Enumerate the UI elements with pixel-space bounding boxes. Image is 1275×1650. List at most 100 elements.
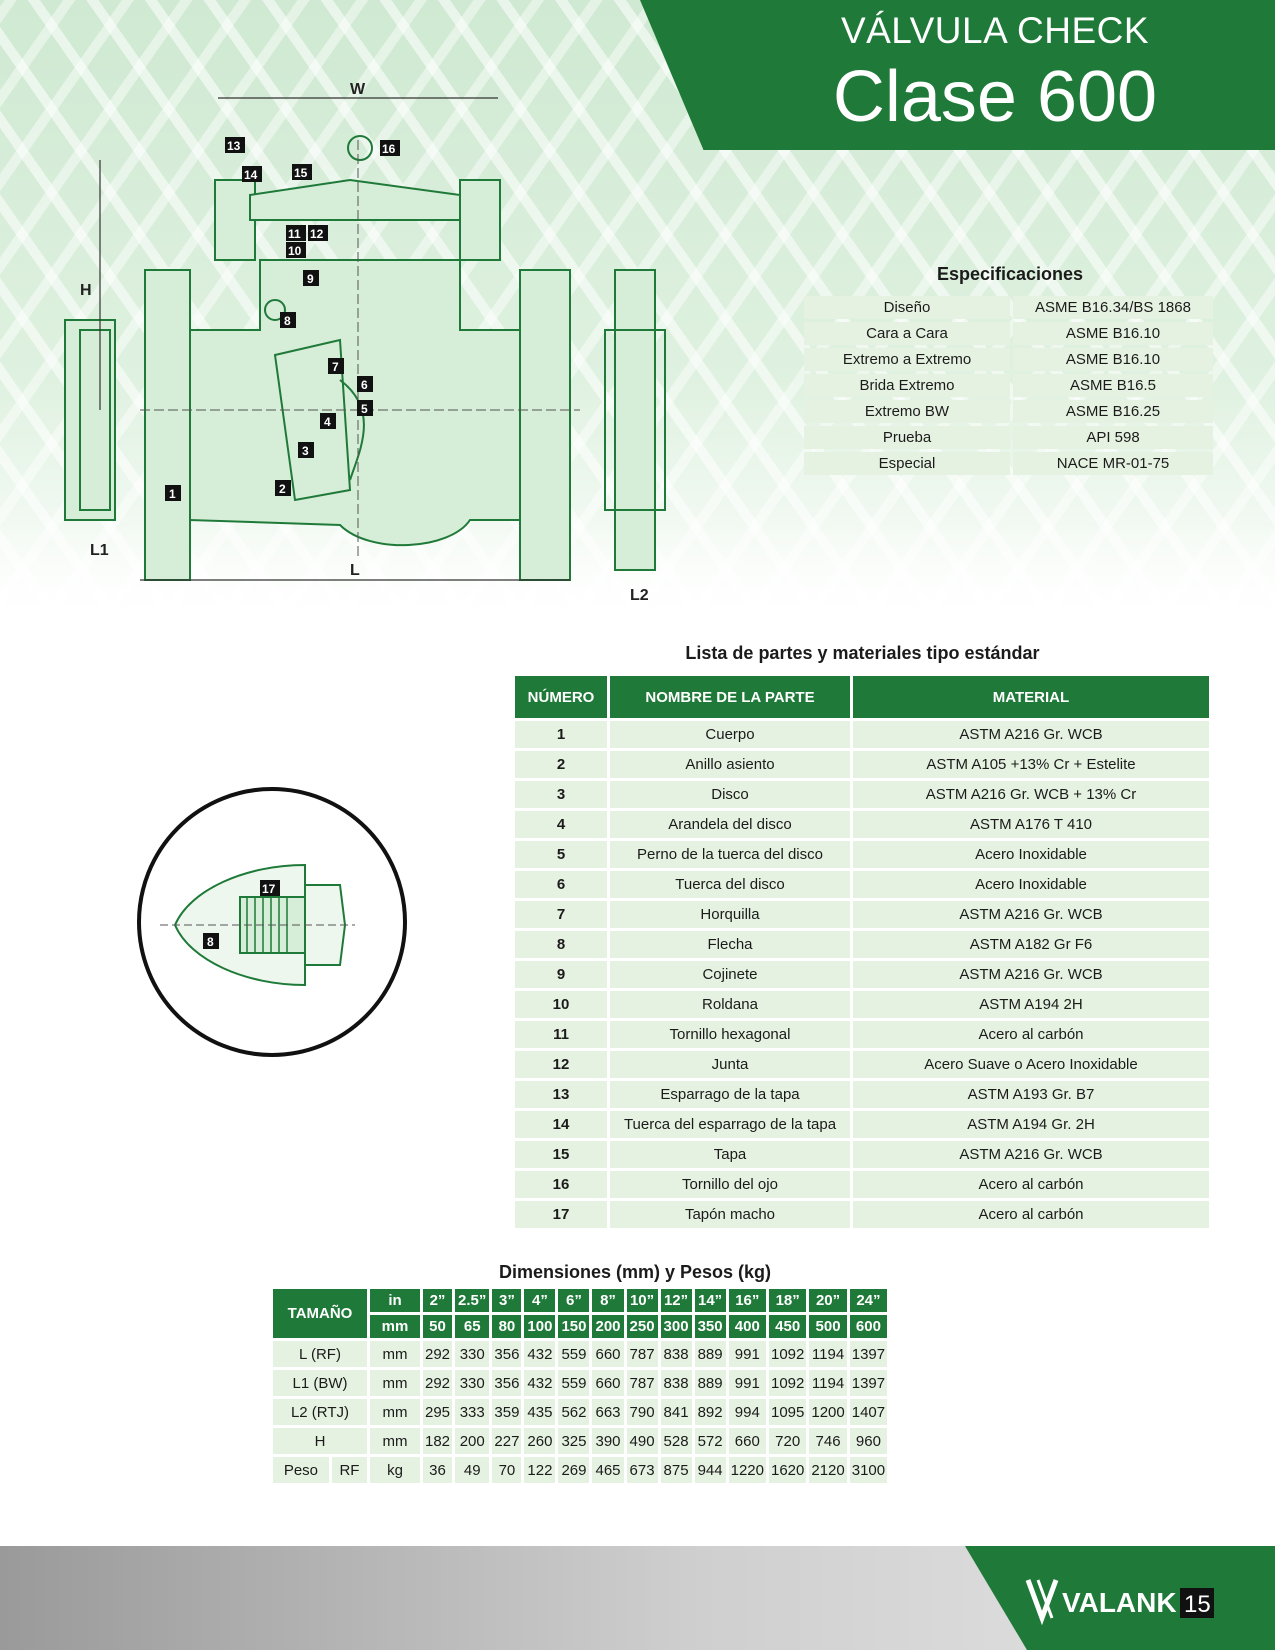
callout-10: 10 xyxy=(286,242,306,258)
svg-text:17: 17 xyxy=(262,882,276,896)
size-in-header: 20” xyxy=(809,1289,847,1312)
size-in-header: 14” xyxy=(694,1289,726,1312)
part-name: Tuerca del disco xyxy=(610,871,850,898)
weight-value: 875 xyxy=(660,1457,692,1483)
valank-logo: VALANK 15 xyxy=(1025,1579,1214,1626)
valve-diagram: W H L L1 L2 1 2 3 4 5 6 7 8 9 10 11 12 1… xyxy=(64,81,666,604)
size-mm-header: 350 xyxy=(694,1315,726,1338)
callout-5: 5 xyxy=(357,400,373,416)
dimensions-title: Dimensiones (mm) y Pesos (kg) xyxy=(498,1262,772,1282)
part-number: 4 xyxy=(515,811,607,838)
weight-value: 2120 xyxy=(809,1457,847,1483)
callout-2: 2 xyxy=(275,480,291,496)
size-in-header: 24” xyxy=(849,1289,888,1312)
part-material: ASTM A182 Gr F6 xyxy=(853,931,1209,958)
parts-header-number: NÚMERO xyxy=(515,676,607,718)
svg-text:12: 12 xyxy=(310,227,324,241)
weight-value: 3100 xyxy=(849,1457,888,1483)
size-mm-header: 150 xyxy=(558,1315,590,1338)
weight-value: 36 xyxy=(423,1457,453,1483)
svg-text:3: 3 xyxy=(302,444,309,458)
weight-value: 1220 xyxy=(728,1457,766,1483)
dimension-value: 559 xyxy=(558,1341,590,1367)
size-mm-header: 500 xyxy=(809,1315,847,1338)
weight-value: 673 xyxy=(626,1457,658,1483)
dimension-value: 838 xyxy=(660,1370,692,1396)
part-material: ASTM A216 Gr. WCB + 13% Cr xyxy=(853,781,1209,808)
dimension-value: 356 xyxy=(492,1370,522,1396)
svg-text:6: 6 xyxy=(361,378,368,392)
callout-4: 4 xyxy=(320,413,336,429)
dimension-value: 960 xyxy=(849,1428,888,1454)
weight-value: 269 xyxy=(558,1457,590,1483)
plug-detail-diagram: 17 8 xyxy=(137,787,407,1057)
svg-text:15: 15 xyxy=(294,166,308,180)
part-name: Tuerca del esparrago de la tapa xyxy=(610,1111,850,1138)
dimension-value: 1092 xyxy=(768,1341,807,1367)
callout-3: 3 xyxy=(298,442,314,458)
dimension-value: 359 xyxy=(492,1399,522,1425)
size-in-header: 2.5” xyxy=(455,1289,490,1312)
dim-w-label: W xyxy=(350,81,366,98)
size-in-header: 8” xyxy=(592,1289,624,1312)
disc xyxy=(273,338,352,502)
part-material: ASTM A216 Gr. WCB xyxy=(853,901,1209,928)
dimension-unit: mm xyxy=(370,1428,420,1454)
dimension-value: 994 xyxy=(728,1399,766,1425)
dimension-value: 559 xyxy=(558,1370,590,1396)
right-end-view xyxy=(614,269,656,571)
part-name: Tornillo del ojo xyxy=(610,1171,850,1198)
size-in-header: 16” xyxy=(728,1289,766,1312)
part-material: ASTM A176 T 410 xyxy=(853,811,1209,838)
specifications-title: Especificaciones xyxy=(936,264,1084,284)
dimension-value: 660 xyxy=(728,1428,766,1454)
dimension-value: 892 xyxy=(694,1399,726,1425)
dimension-value: 1397 xyxy=(849,1341,888,1367)
svg-text:13: 13 xyxy=(227,139,241,153)
part-number: 16 xyxy=(515,1171,607,1198)
dimension-value: 432 xyxy=(524,1341,556,1367)
part-number: 8 xyxy=(515,931,607,958)
svg-text:5: 5 xyxy=(361,402,368,416)
bonnet xyxy=(249,178,461,221)
dimension-value: 182 xyxy=(423,1428,453,1454)
svg-text:16: 16 xyxy=(382,142,396,156)
part-material: Acero al carbón xyxy=(853,1171,1209,1198)
mm-header: mm xyxy=(370,1315,420,1338)
part-name: Perno de la tuerca del disco xyxy=(610,841,850,868)
size-in-header: 12” xyxy=(660,1289,692,1312)
dimension-value: 841 xyxy=(660,1399,692,1425)
parts-header-material: MATERIAL xyxy=(853,676,1209,718)
part-name: Disco xyxy=(610,781,850,808)
size-in-header: 4” xyxy=(524,1289,556,1312)
part-material: ASTM A194 2H xyxy=(853,991,1209,1018)
brand-name: VALANK xyxy=(1062,1587,1177,1618)
dimension-value: 790 xyxy=(626,1399,658,1425)
part-name: Tornillo hexagonal xyxy=(610,1021,850,1048)
dimension-value: 660 xyxy=(592,1341,624,1367)
part-material: ASTM A194 Gr. 2H xyxy=(853,1111,1209,1138)
size-mm-header: 600 xyxy=(849,1315,888,1338)
size-mm-header: 50 xyxy=(423,1315,453,1338)
dim-l2-label: L2 xyxy=(630,587,649,604)
page-subtitle: Clase 600 xyxy=(832,57,1158,137)
callout-13: 13 xyxy=(225,137,245,153)
dimension-label: L1 (BW) xyxy=(273,1370,367,1396)
part-number: 11 xyxy=(515,1021,607,1048)
part-name: Flecha xyxy=(610,931,850,958)
part-number: 6 xyxy=(515,871,607,898)
part-material: ASTM A216 Gr. WCB xyxy=(853,1141,1209,1168)
dimension-value: 295 xyxy=(423,1399,453,1425)
svg-text:1: 1 xyxy=(169,487,176,501)
